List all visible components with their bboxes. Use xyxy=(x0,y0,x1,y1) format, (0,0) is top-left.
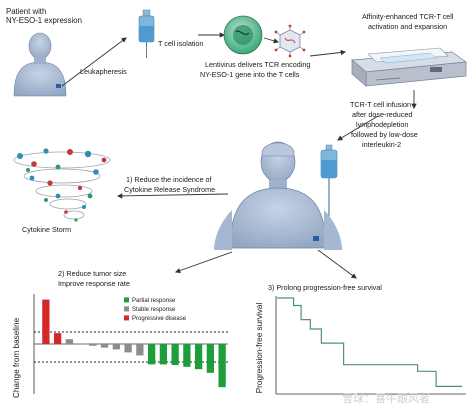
patient-label-1: Patient with xyxy=(6,7,46,16)
infusion-label-2: after dose-reduced xyxy=(352,110,412,119)
patient-center-icon xyxy=(214,141,342,250)
reduce-tumor-label-1: 2) Reduce tumor size xyxy=(58,269,126,278)
waterfall-bar xyxy=(53,333,62,344)
waterfall-bar xyxy=(42,299,50,344)
legend-swatch xyxy=(124,297,129,303)
infusion-label-3: lymphodepletion xyxy=(356,120,408,129)
patient-figure-icon xyxy=(13,32,67,97)
waterfall-bar xyxy=(65,339,74,344)
patient-label-2: NY-ESO-1 expression xyxy=(6,16,82,25)
arrow-to-iv-bag xyxy=(337,115,379,141)
waterfall-bar xyxy=(124,344,132,353)
affinity-label-2: activation and expansion xyxy=(368,22,447,31)
arrow-to-cytokine xyxy=(116,193,229,199)
reduce-crs-label-1: 1) Reduce the incidence of xyxy=(126,175,212,184)
arrow-virus-to-cell xyxy=(263,37,280,44)
infusion-label-4: followed by low-dose xyxy=(351,130,418,139)
legend-label: Partial response xyxy=(132,298,176,304)
waterfall-bar xyxy=(171,344,179,365)
cytokine-storm-icon xyxy=(13,148,111,222)
cytokine-storm-label: Cytokine Storm xyxy=(22,225,71,234)
waterfall-bar xyxy=(89,344,97,346)
arrow-to-tumor xyxy=(174,251,233,274)
waterfall-bar xyxy=(112,344,121,350)
waterfall-bar xyxy=(159,344,168,365)
reduce-crs-label-2: Cytokine Release Syndrome xyxy=(124,185,215,194)
reduce-tumor-label-2: Improve response rate xyxy=(58,279,130,288)
waterfall-chart: Change from baseline Partial responseSta… xyxy=(12,294,228,398)
waterfall-ylabel: Change from baseline xyxy=(12,318,21,399)
arrow-to-pfs xyxy=(317,249,357,279)
legend-label: Progressive disease xyxy=(132,316,187,322)
infusion-label-1: TCR-T cell infusion xyxy=(350,100,411,109)
waterfall-bar xyxy=(77,343,85,345)
leukapheresis-label: Leukapheresis xyxy=(80,67,127,76)
infusion-label-5: interleukin-2 xyxy=(362,140,401,149)
lentivirus-label-1: Lentivirus delivers TCR encoding xyxy=(205,60,310,69)
arrow-to-expansion xyxy=(309,49,347,57)
legend-swatch xyxy=(124,306,129,312)
tcell-isolation-label: T cell isolation xyxy=(158,39,203,48)
affinity-label-1: Affinity-enhanced TCR-T cell xyxy=(362,12,454,21)
waterfall-bar xyxy=(218,344,226,388)
lentivirus-label-2: NY-ESO-1 gene into the T cells xyxy=(200,70,300,79)
blood-bag-icon xyxy=(138,9,155,58)
legend-swatch xyxy=(124,315,129,321)
pfs-curve xyxy=(277,297,462,387)
iv-bag-icon xyxy=(311,144,338,241)
waterfall-bar xyxy=(183,344,191,367)
arrow-leukapheresis xyxy=(61,37,127,87)
waterfall-bar xyxy=(136,344,144,356)
legend-label: Stable response xyxy=(132,307,176,313)
tcell-icon xyxy=(223,15,263,55)
patient-top: Patient with NY-ESO-1 expression xyxy=(6,7,82,97)
pfs-ylabel: Progression-free survival xyxy=(255,303,264,394)
lentivirus-icon xyxy=(274,24,306,58)
waterfall-bar xyxy=(100,344,109,348)
pfs-chart: Progression-free survival xyxy=(255,296,466,395)
watermark: 雪球：喜牛跟风者 xyxy=(342,391,430,405)
prolong-pfs-label: 3) Prolong progression-free survival xyxy=(268,283,382,292)
waterfall-bar xyxy=(147,344,156,365)
waterfall-bar xyxy=(194,344,203,370)
waterfall-bar xyxy=(206,344,215,373)
bioreactor-icon xyxy=(351,47,467,87)
